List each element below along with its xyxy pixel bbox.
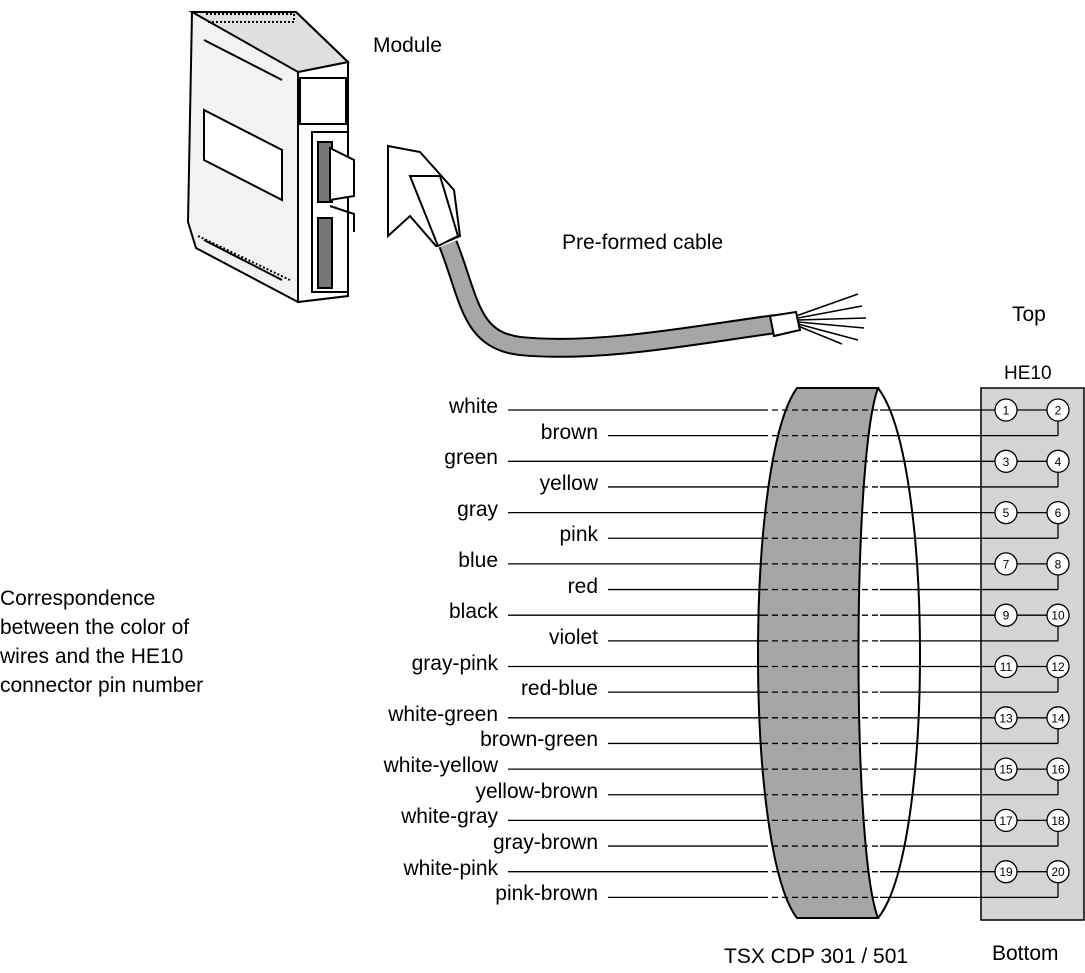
pin-circle [1046,654,1070,679]
pin-number: 14 [1051,711,1065,725]
description-line: connector pin number [0,674,204,697]
description-line: Correspondence [0,587,156,610]
pin-circle [994,860,1018,884]
he10-connector [980,387,1085,921]
wire-color-label: white-yellow [383,754,498,778]
wire-color-label: yellow [539,471,598,495]
wire-color-label: pink-brown [495,882,598,906]
wire-color-label: black [448,600,498,624]
pin-number: 18 [1051,814,1065,828]
cable-bundle [757,387,921,919]
pin-number: 8 [1055,557,1062,571]
pin-circle [1046,860,1070,884]
cable-illustration [387,144,867,358]
pin-circle [1046,552,1070,576]
wire-color-label: violet [548,625,598,649]
wire-color-label: gray-brown [492,831,598,855]
pin-number: 10 [1051,609,1065,623]
pin-circle [1046,706,1070,730]
wire-color-label: brown-green [480,728,598,752]
pin-circle [994,398,1018,422]
pin-number: 4 [1055,455,1062,469]
pin-number: 1 [1003,404,1010,418]
pin-number: 7 [1003,557,1010,571]
pin-circle [994,500,1018,525]
wire-color-label: red-blue [520,677,598,701]
pin-number: 16 [1051,763,1065,777]
pin-circle [994,552,1018,576]
pin-circle [994,603,1018,627]
module-illustration [186,11,355,304]
pin-circle [994,449,1018,473]
pin-number: 17 [999,814,1013,828]
pin-number: 20 [1051,865,1065,879]
wire-color-label: white-pink [403,856,498,880]
pin-circle [1046,757,1070,781]
wire-color-label: white [448,395,498,418]
pin-circle [1046,449,1070,473]
pin-number: 3 [1003,455,1010,469]
wire-color-label: gray-pink [411,651,498,675]
wire-color-label: brown [540,420,598,444]
cable-reference: TSX CDP 301 / 501 [724,945,909,968]
top-label: Top [1012,303,1046,326]
pin-circle [1046,500,1070,525]
wire-color-label: white-gray [401,805,498,829]
wire-color-label: white-green [388,702,498,726]
description-text: Correspondence between the color of wire… [0,584,300,700]
pin-number: 9 [1003,609,1010,623]
wire-color-label: gray [457,497,498,521]
pin-number: 13 [999,711,1013,725]
pin-circle [994,706,1018,730]
pin-number: 19 [999,865,1013,879]
pin-circle [1046,398,1070,422]
pin-number: 2 [1055,404,1062,418]
pin-circle [994,808,1018,833]
wire-color-label: green [444,446,498,470]
pin-number: 15 [999,763,1013,777]
pin-circle [994,654,1018,679]
wire-color-label: yellow-brown [475,779,598,803]
pin-number: 11 [1000,660,1013,674]
module-label: Module [373,34,442,57]
bottom-label: Bottom [992,942,1059,965]
wire-color-label: blue [458,548,498,572]
pin-number: 6 [1055,506,1062,520]
pin-number: 5 [1003,506,1010,520]
connector-label: HE10 [1004,363,1052,384]
wire-color-label: red [567,574,598,598]
wire-color-label: pink [559,523,598,547]
pin-circle [1046,603,1070,627]
cable-label: Pre-formed cable [562,231,724,254]
description-line: wires and the HE10 [0,645,184,668]
description-line: between the color of [0,616,190,639]
pin-number: 12 [1051,660,1065,674]
pin-circle [994,757,1018,781]
pin-circle [1046,808,1070,833]
